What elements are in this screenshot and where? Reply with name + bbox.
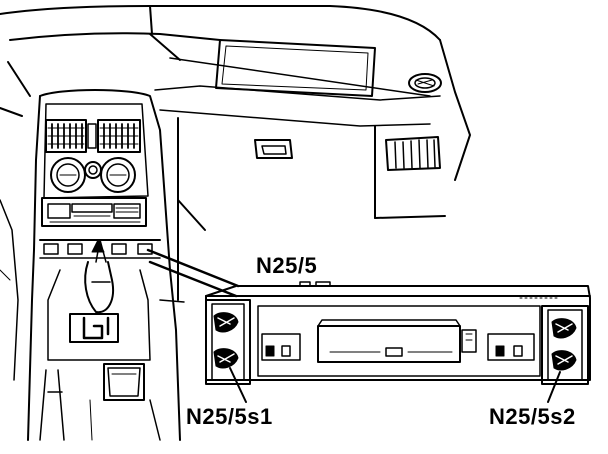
round-air-vent xyxy=(408,73,442,93)
leader-lines xyxy=(146,248,240,303)
control-module-n25-5 xyxy=(205,281,591,381)
console-lower xyxy=(39,363,161,441)
center-air-vents xyxy=(45,119,141,153)
rectangular-air-vent xyxy=(385,136,441,171)
switch-n25-5s1 xyxy=(205,299,251,385)
switch-n25-5s2 xyxy=(541,305,589,385)
gear-shifter xyxy=(47,239,151,361)
label-pointers xyxy=(229,367,561,403)
label-module: N25/5 xyxy=(256,253,318,278)
radio-unit xyxy=(41,197,147,227)
left-trim xyxy=(0,199,19,381)
center-console xyxy=(27,89,181,441)
dash-display-panel xyxy=(215,39,376,97)
label-switch-right: N25/5s2 xyxy=(489,404,576,429)
glovebox xyxy=(177,117,446,301)
climate-dials xyxy=(50,157,136,193)
dashboard-outline xyxy=(0,5,471,181)
label-switch-left: N25/5s1 xyxy=(186,404,273,429)
